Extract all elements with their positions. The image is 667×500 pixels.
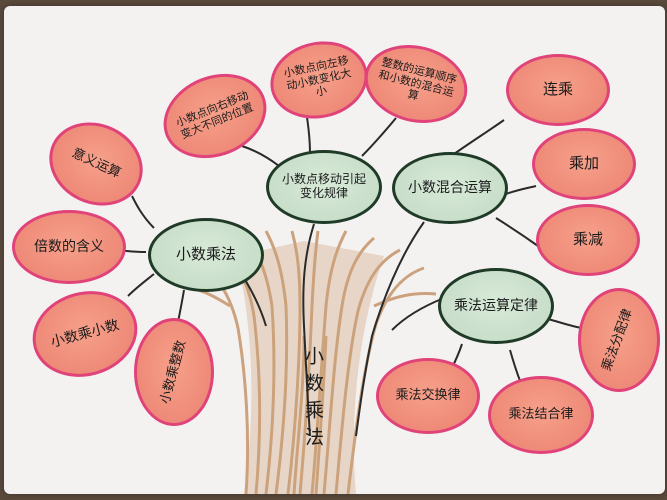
leaf-multiply-subtract: 乘减 (536, 204, 640, 276)
leaf-multiple-meaning: 倍数的含义 (12, 210, 126, 284)
hub-label: 小数点移动引起变化规律 (281, 172, 366, 200)
leaf-distributive-law: 乘法分配律 (578, 288, 660, 392)
hub-label: 小数混合运算 (408, 179, 492, 196)
leaf-label: 整数的运算顺序和小数的混合运算 (377, 55, 459, 104)
paper-sheet: 小数乘法 小数乘法 小数点移动引起变化规律 小数混合运算 乘法运算定律 意义运算… (4, 6, 665, 494)
hub-label: 乘法运算定律 (454, 297, 538, 314)
leaf-label: 小数点向右移动变大不同的位置 (174, 88, 256, 142)
diagram-title: 小数乘法 (302, 346, 324, 454)
leaf-label: 小数乘小数 (49, 317, 121, 351)
leaf-label: 倍数的含义 (34, 238, 104, 255)
hub-label: 小数乘法 (175, 245, 236, 264)
leaf-continuous-multiply: 连乘 (506, 54, 610, 126)
leaf-label: 乘法分配律 (599, 306, 637, 373)
tree-trunk (189, 230, 437, 494)
tree-fill (236, 241, 384, 494)
hub-decimal-point-movement: 小数点移动引起变化规律 (266, 150, 382, 224)
leaf-associative-law: 乘法结合律 (488, 376, 594, 454)
hub-multiplication-laws: 乘法运算定律 (438, 268, 554, 344)
leaf-label: 小数乘整数 (157, 338, 189, 406)
leaf-commutative-law: 乘法交换律 (376, 358, 480, 434)
leaf-label: 乘减 (572, 230, 603, 249)
hub-mixed-operations: 小数混合运算 (392, 152, 508, 224)
diagram-canvas (117, 109, 583, 494)
leaf-label: 小数点向左移动小数变化大小 (282, 53, 353, 100)
leaf-label: 意义运算 (69, 145, 124, 181)
leaf-label: 乘法交换律 (395, 387, 461, 403)
leaf-label: 乘法结合律 (508, 406, 574, 422)
leaf-decimal-times-integer: 小数乘整数 (134, 318, 214, 426)
leaf-multiply-add: 乘加 (532, 128, 636, 200)
hub-decimal-multiplication: 小数乘法 (148, 218, 264, 292)
leaf-label: 乘加 (568, 154, 599, 173)
leaf-label: 连乘 (542, 80, 573, 99)
